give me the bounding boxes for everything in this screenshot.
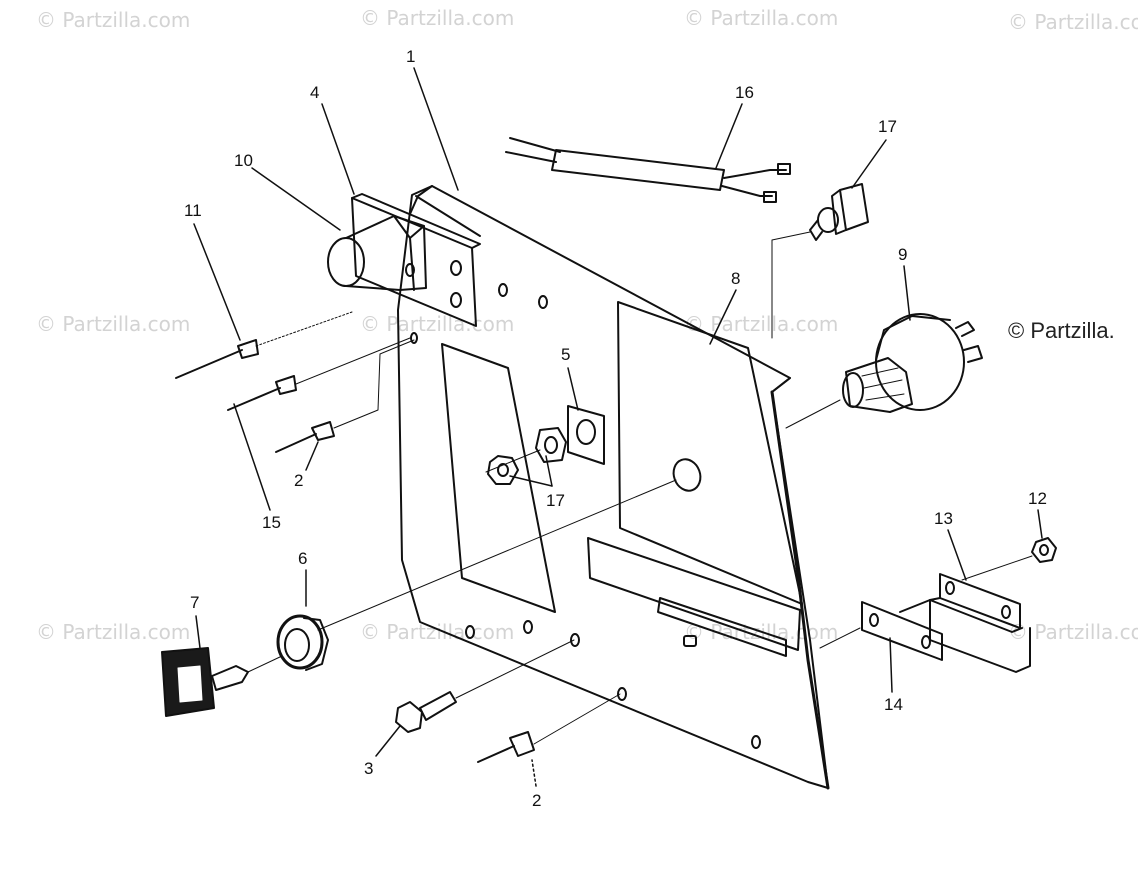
callout-17-nuts: 17: [546, 491, 565, 510]
dash-panel: [397, 185, 830, 790]
nut-12: [1031, 537, 1057, 563]
callout-10: 10: [234, 151, 253, 170]
watermark: © Partzilla.com: [360, 312, 515, 336]
callout-14: 14: [884, 695, 903, 714]
callout-3: 3: [364, 759, 373, 778]
pin-11: [175, 311, 353, 379]
leader-lines: [193, 67, 1043, 787]
hex-nut-17: [485, 427, 567, 485]
watermark: © Partzilla.com: [360, 6, 515, 30]
rivet-lower: [477, 693, 621, 763]
callout-17-switch: 17: [878, 117, 897, 136]
rivet-upper: [275, 339, 415, 453]
callout-5: 5: [561, 345, 570, 364]
callout-2-upper: 2: [294, 471, 303, 490]
callout-7: 7: [190, 593, 199, 612]
watermark: © Partzilla.com: [360, 620, 515, 644]
ignition-switch: [785, 313, 983, 429]
callout-6: 6: [298, 549, 307, 568]
watermark: © Partzilla.com: [36, 312, 191, 336]
ignition-key: [161, 647, 283, 717]
watermark: © Partzilla.com: [684, 6, 839, 30]
toggle-switch: [771, 183, 869, 339]
bracket-set: [819, 555, 1033, 673]
watermark: © Partzilla.com: [36, 620, 191, 644]
callout-13: 13: [934, 509, 953, 528]
callout-11: 11: [184, 201, 202, 220]
wire-harness: [505, 137, 791, 203]
bolt: [395, 639, 575, 733]
lamp-plate: [567, 405, 605, 465]
light-housing: [327, 215, 427, 291]
callout-12: 12: [1028, 489, 1047, 508]
callout-1: 1: [406, 47, 415, 66]
watermark: © Partzilla.com: [1008, 10, 1138, 34]
mount-bracket: [351, 193, 481, 327]
watermark-corner: © Partzilla.: [1008, 318, 1115, 343]
callout-4: 4: [310, 83, 319, 102]
ignition-bezel: [276, 479, 677, 671]
callout-2-lower: 2: [532, 791, 541, 810]
callout-9: 9: [898, 245, 907, 264]
pin-15: [227, 337, 411, 411]
callout-15: 15: [262, 513, 281, 532]
callout-16: 16: [735, 83, 754, 102]
watermark: © Partzilla.com: [684, 312, 839, 336]
callout-8: 8: [731, 269, 740, 288]
watermark: © Partzilla.com: [36, 8, 191, 32]
